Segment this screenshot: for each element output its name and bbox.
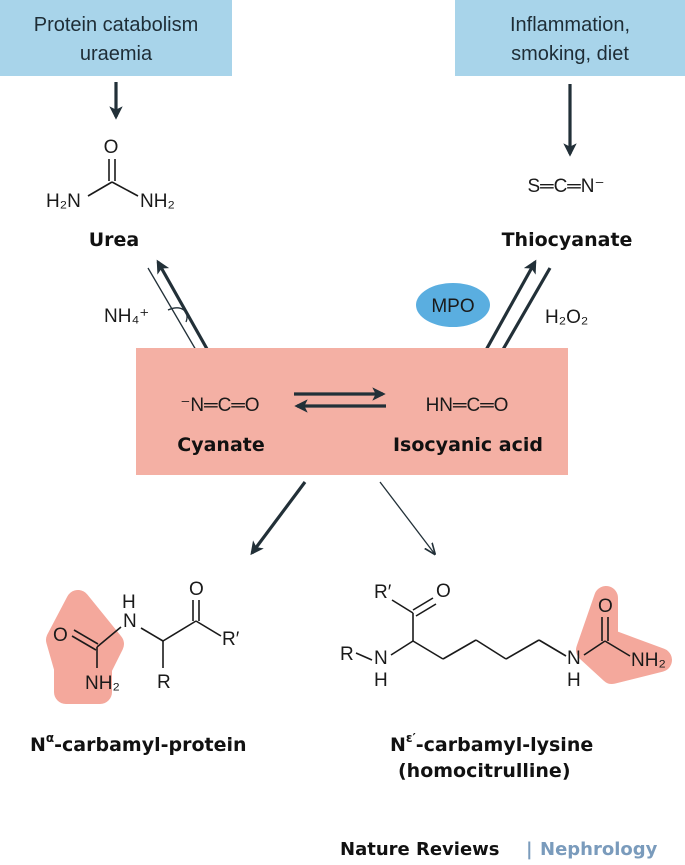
lysine-h-right: H bbox=[567, 670, 581, 691]
thiocyanate-formula: S═C═N⁻ bbox=[527, 176, 604, 197]
source-box-left: Protein catabolism uraemia bbox=[0, 0, 232, 76]
nh4-release-curve bbox=[167, 307, 188, 323]
footer-journal: Nature Reviews bbox=[340, 839, 500, 860]
arrow-to-homocitrulline bbox=[379, 481, 434, 553]
homocitrulline-name-line2: (homocitrulline) bbox=[398, 760, 571, 782]
urea-nh2: NH₂ bbox=[140, 191, 175, 212]
source-right-line1: Inflammation, bbox=[510, 14, 630, 36]
protein-amide-h: H bbox=[122, 592, 136, 613]
homocitrulline-name-suffix: -carbamyl-lysine bbox=[416, 734, 593, 756]
lysine-r: R bbox=[340, 644, 354, 665]
protein-r-prime: R′ bbox=[222, 629, 240, 650]
lysine-n-right: N bbox=[567, 648, 581, 669]
source-right-line2: smoking, diet bbox=[511, 43, 629, 65]
lysine-r-prime: R′ bbox=[374, 582, 392, 603]
footer: Nature Reviews | Nephrology bbox=[340, 839, 658, 860]
carbamyl-protein-name-suffix: -carbamyl-protein bbox=[54, 734, 246, 756]
urea-name: Urea bbox=[89, 229, 140, 251]
mpo-label: MPO bbox=[431, 296, 474, 317]
isocyanic-name: Isocyanic acid bbox=[393, 434, 543, 456]
protein-oxygen-right: O bbox=[189, 579, 204, 600]
carbamyl-protein-name-sup: α bbox=[46, 731, 54, 745]
protein-amide-n: N bbox=[123, 611, 137, 632]
lysine-oxygen-right: O bbox=[598, 596, 613, 617]
h2o2-label: H₂O₂ bbox=[545, 307, 588, 328]
carbamyl-protein-name: Nα-carbamyl-protein bbox=[30, 731, 247, 756]
isocyanic-formula: HN═C═O bbox=[426, 395, 509, 416]
source-left-line2: uraemia bbox=[80, 43, 153, 65]
footer-section: Nephrology bbox=[540, 839, 658, 860]
central-box: ⁻N═C═O Cyanate HN═C═O Isocyanic acid bbox=[136, 348, 568, 475]
urea-h2n: H₂N bbox=[46, 191, 81, 212]
urea-structure: O H₂N NH₂ Urea bbox=[46, 137, 175, 251]
carbamyl-protein-name-prefix: N bbox=[30, 734, 46, 756]
lysine-h-left: H bbox=[374, 670, 388, 691]
source-box-right: Inflammation, smoking, diet bbox=[455, 0, 685, 76]
carbamyl-protein-structure: O NH₂ N H R O R′ bbox=[46, 579, 240, 704]
protein-r: R bbox=[157, 672, 171, 693]
carbamoyl-highlight-right bbox=[576, 586, 672, 684]
homocitrulline-name: Nε′-carbamyl-lysine bbox=[390, 731, 593, 756]
homocitrulline-name-prefix: N bbox=[390, 734, 406, 756]
homocitrulline-name-sup: ε′ bbox=[406, 731, 416, 745]
nh4-label: NH₄⁺ bbox=[104, 306, 149, 327]
protein-nh2: NH₂ bbox=[85, 673, 120, 694]
arrow-to-carbamyl-protein bbox=[250, 481, 307, 556]
cyanate-name: Cyanate bbox=[177, 434, 264, 456]
lysine-oxygen-top: O bbox=[436, 581, 451, 602]
carbamoyl-highlight-left bbox=[46, 590, 124, 704]
thiocyanate-name: Thiocyanate bbox=[502, 229, 633, 251]
lysine-n-left: N bbox=[374, 648, 388, 669]
urea-oxygen: O bbox=[104, 137, 119, 158]
lysine-nh2: NH₂ bbox=[631, 650, 666, 671]
footer-separator: | bbox=[526, 839, 533, 860]
mpo-enzyme: MPO bbox=[416, 283, 490, 327]
protein-oxygen-left: O bbox=[53, 625, 68, 646]
cyanate-formula: ⁻N═C═O bbox=[180, 395, 259, 416]
source-left-line1: Protein catabolism bbox=[34, 14, 199, 36]
homocitrulline-structure: R′ O R N H N H O NH₂ bbox=[340, 581, 672, 691]
